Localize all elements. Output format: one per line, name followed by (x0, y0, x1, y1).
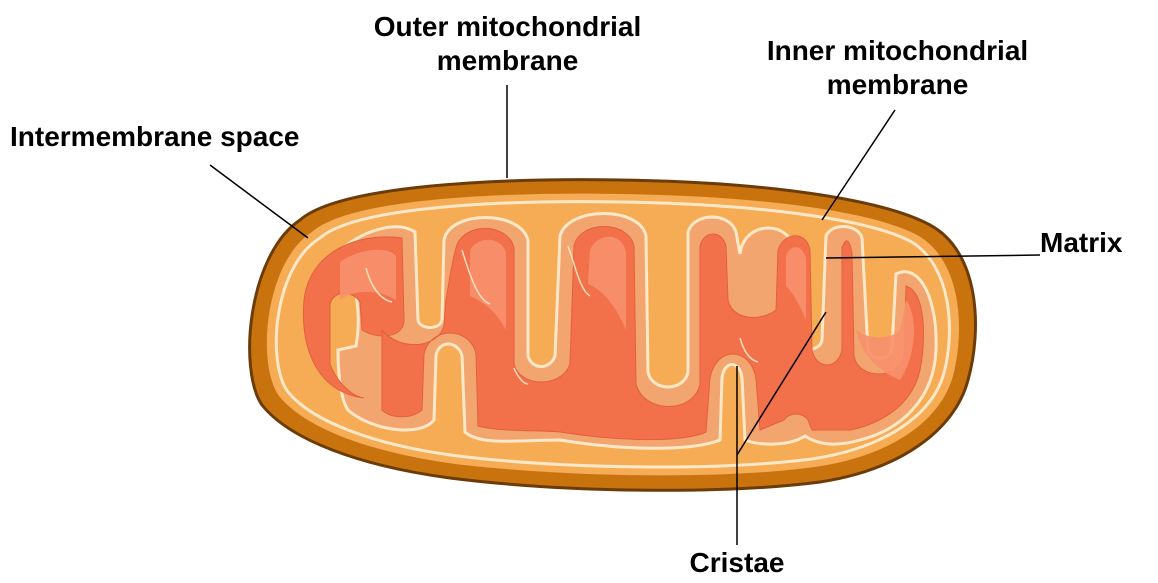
label-cristae-text: Cristae (657, 546, 817, 580)
label-inner-membrane-line2: membrane (730, 68, 1065, 102)
label-outer-membrane: Outer mitochondrial membrane (335, 10, 680, 78)
label-inner-membrane: Inner mitochondrial membrane (730, 34, 1065, 102)
label-intermembrane-space: Intermembrane space (10, 120, 299, 154)
label-intermembrane-space-text: Intermembrane space (10, 120, 299, 154)
label-outer-membrane-line1: Outer mitochondrial (335, 10, 680, 44)
leader-intermembrane-space (210, 165, 308, 238)
label-outer-membrane-line2: membrane (335, 44, 680, 78)
label-inner-membrane-line1: Inner mitochondrial (730, 34, 1065, 68)
label-cristae: Cristae (657, 546, 817, 580)
label-matrix-text: Matrix (1040, 226, 1122, 260)
label-matrix: Matrix (1040, 226, 1122, 260)
